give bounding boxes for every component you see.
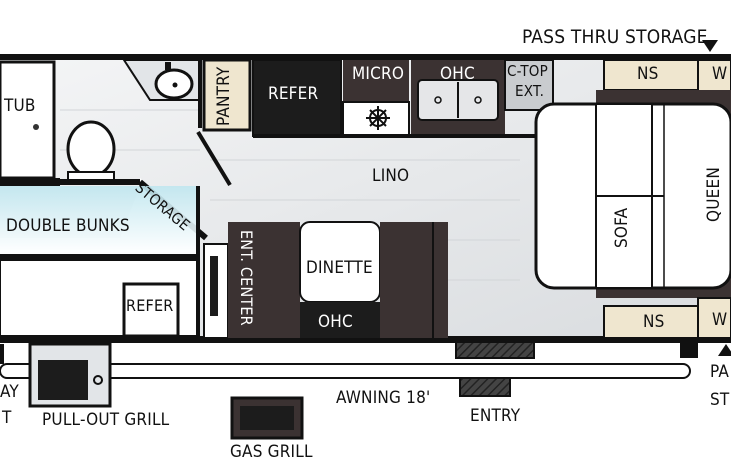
label-entry: ENTRY	[470, 406, 521, 426]
label-left-cut-2: T	[2, 408, 12, 428]
label-ext: EXT.	[515, 82, 545, 100]
awning	[0, 363, 691, 379]
burner-icon	[366, 106, 390, 130]
bottom-wall	[0, 336, 731, 343]
bath-door	[196, 130, 232, 187]
entry-door	[455, 341, 535, 359]
label-ohc-dinette: OHC	[318, 312, 353, 332]
top-wall	[0, 54, 731, 60]
label-micro: MICRO	[352, 64, 405, 84]
label-pull-out-grill: PULL-OUT GRILL	[42, 410, 170, 430]
label-w-top: W	[712, 64, 728, 84]
label-w-bottom: W	[712, 310, 728, 330]
label-ohc-kitchen: OHC	[440, 64, 475, 84]
wardrobe-bottom	[697, 297, 731, 339]
label-refer-kitchen: REFER	[268, 84, 319, 104]
pass-thru-arrow-bottom	[718, 344, 731, 356]
floor-planks	[60, 109, 520, 281]
label-pantry: PANTRY	[214, 66, 234, 126]
label-ns-top: NS	[637, 64, 659, 84]
nightstand-top	[603, 59, 699, 91]
tub	[0, 60, 56, 180]
label-pass-bottom-1: PA	[710, 362, 729, 382]
label-pass-thru-storage-top: PASS THRU STORAGE	[522, 26, 708, 48]
label-double-bunks: DOUBLE BUNKS	[6, 216, 130, 236]
double-bunks	[0, 186, 198, 254]
dinette-ohc	[300, 302, 380, 338]
micro-cabinet	[343, 60, 409, 102]
label-pass-bottom-2: ST	[710, 390, 730, 410]
dinette-bench-left	[228, 222, 300, 338]
label-dinette: DINETTE	[306, 258, 373, 278]
label-ns-bottom: NS	[643, 312, 665, 332]
label-sofa: SOFA	[612, 207, 632, 248]
kitchen-refer	[252, 59, 342, 137]
label-ent-center: ENT. CENTER	[237, 230, 256, 326]
label-refer-outside: REFER	[126, 296, 174, 315]
label-gas-grill: GAS GRILL	[230, 442, 313, 462]
label-awning: AWNING 18'	[336, 388, 431, 408]
label-lino: LINO	[372, 166, 410, 186]
pass-thru-arrow-top	[702, 40, 718, 52]
outside-refer	[122, 282, 180, 338]
pantry	[202, 58, 252, 132]
c-top-ext	[504, 59, 554, 111]
label-queen: QUEEN	[704, 167, 724, 222]
entry-step	[459, 377, 511, 397]
label-left-cut-1: AY	[0, 382, 19, 402]
toilet	[66, 120, 116, 178]
label-tub: TUB	[4, 96, 36, 116]
label-c-top: C-TOP	[507, 62, 548, 80]
dinette-bench-right	[380, 222, 448, 338]
